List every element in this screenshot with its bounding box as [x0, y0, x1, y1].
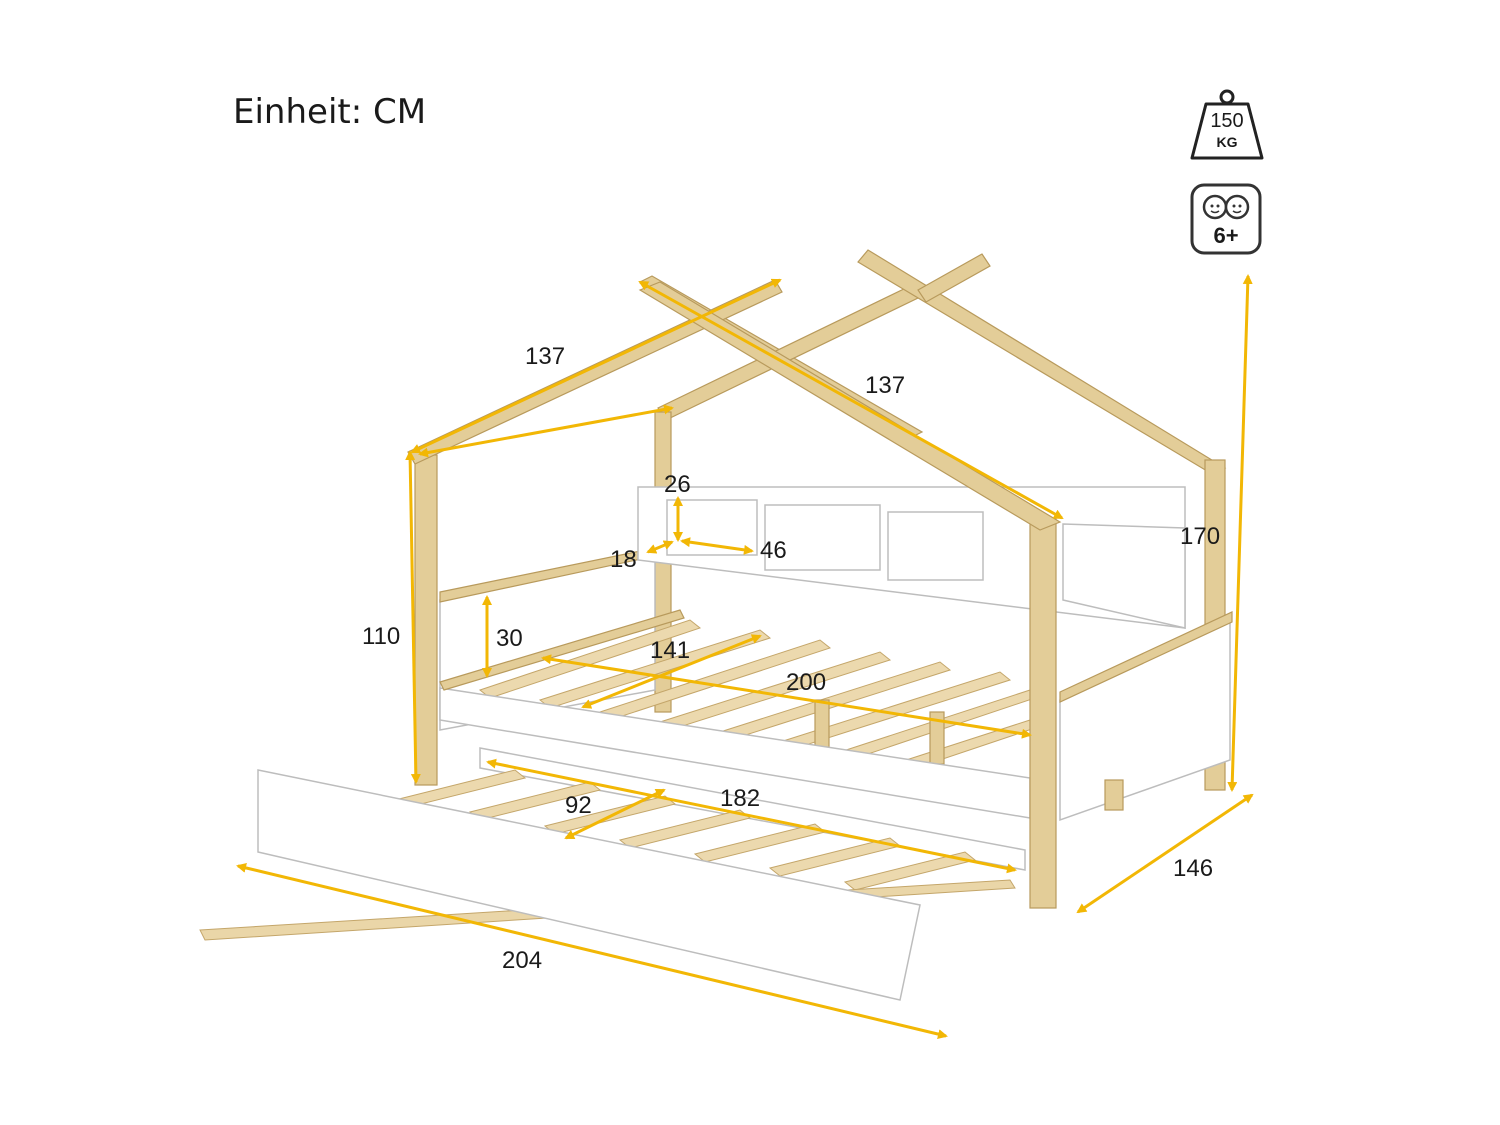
back-roof [638, 249, 1227, 475]
dim-total-length: 204 [502, 947, 543, 974]
dim-roof-right: 137 [865, 372, 906, 399]
weight-capacity-icon: 150 KG [1188, 88, 1266, 162]
dim-bed-length: 200 [786, 669, 827, 696]
dim-headboard-panel: 30 [496, 625, 523, 652]
dim-roof-left: 137 [525, 343, 566, 370]
bookshelf [637, 486, 1186, 629]
dim-total-depth: 146 [1173, 855, 1214, 882]
dimension-arrows [236, 274, 1254, 1039]
dim-trundle-length: 182 [720, 785, 761, 812]
age-restriction-icon: 6+ [1190, 183, 1262, 255]
dim-total-height: 170 [1180, 523, 1221, 550]
front-left-post [414, 454, 438, 786]
weight-value: 150 [1210, 110, 1244, 132]
unit-label: Einheit: CM [233, 92, 427, 132]
dim-shelf-height: 26 [664, 471, 691, 498]
age-value: 6+ [1213, 223, 1239, 248]
dim-trundle-width: 92 [565, 792, 592, 819]
dim-shelf-width: 46 [760, 537, 787, 564]
dim-side-height: 110 [362, 623, 401, 650]
weight-unit: KG [1216, 134, 1238, 150]
dim-bed-width: 141 [650, 637, 691, 664]
front-right-post [1029, 517, 1057, 909]
dim-shelf-depth: 18 [610, 546, 637, 573]
